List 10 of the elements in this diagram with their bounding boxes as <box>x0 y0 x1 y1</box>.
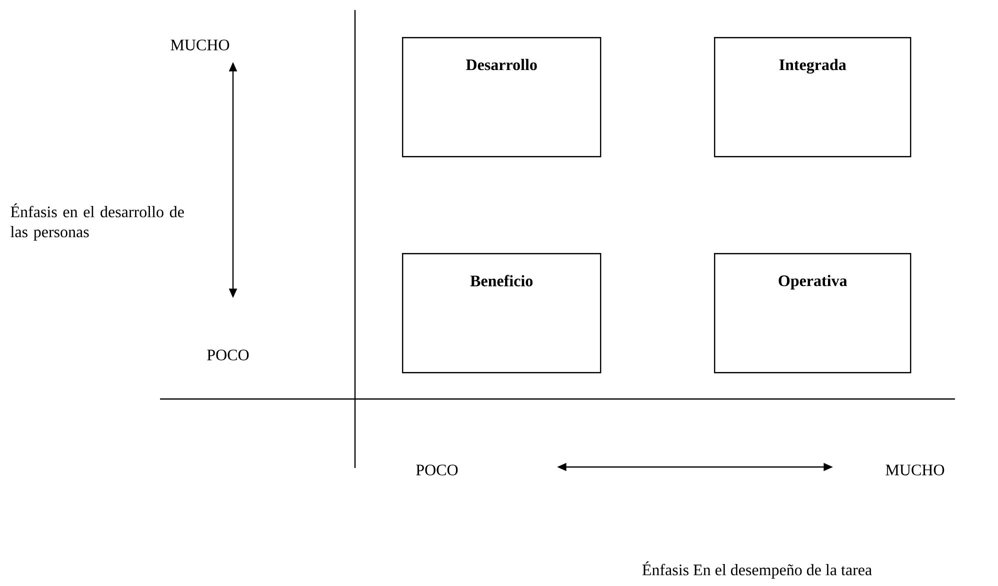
quadrant-box: Beneficio <box>402 253 602 374</box>
axis-label: POCO <box>207 350 249 360</box>
quadrant-box: Desarrollo <box>402 37 602 158</box>
quadrant-box: Integrada <box>714 37 912 158</box>
axis-label: Énfasis En el desempeño de la tarea <box>642 561 872 579</box>
axis-label: Énfasis en el desarrollo de las personas <box>10 203 184 241</box>
axis-label: MUCHO <box>170 40 230 50</box>
axis-label: MUCHO <box>886 464 944 476</box>
axis-label: POCO <box>416 464 458 476</box>
quadrant-box: Operativa <box>714 253 912 374</box>
